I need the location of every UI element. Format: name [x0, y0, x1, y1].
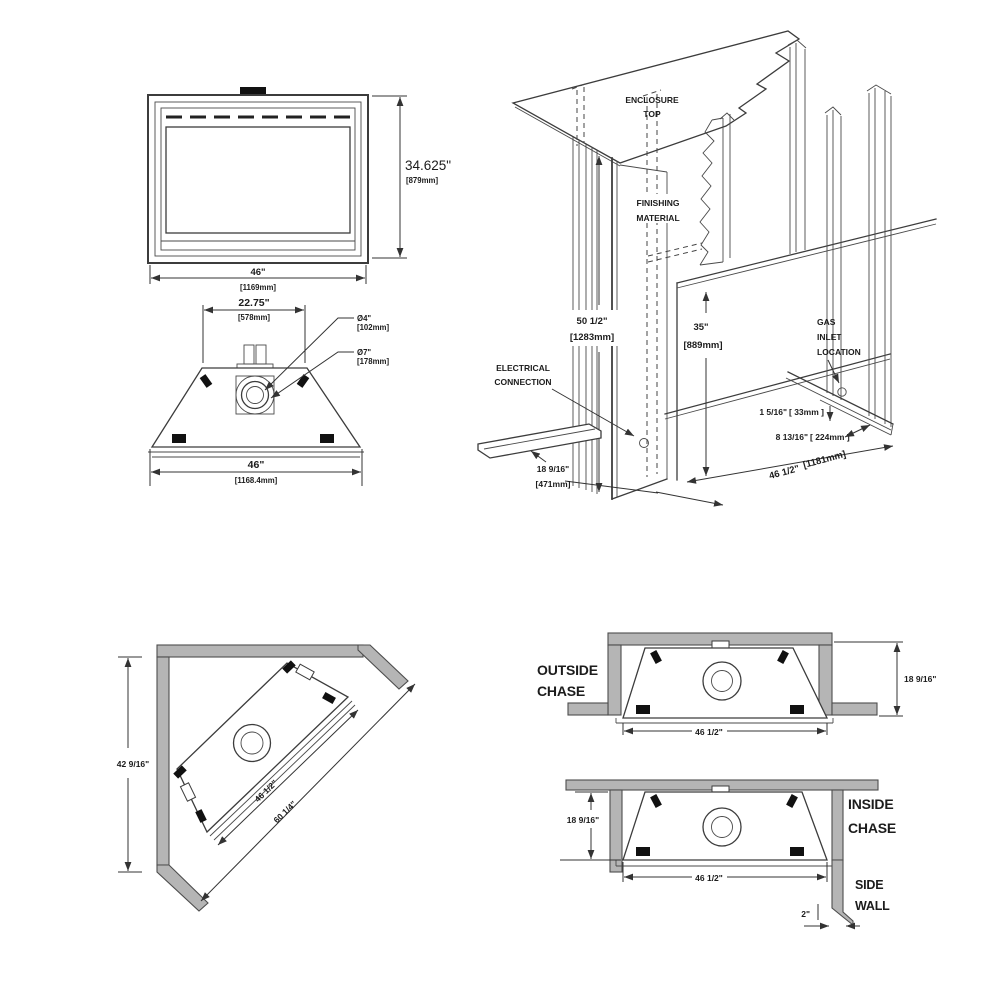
chase-left-wall — [609, 789, 623, 873]
enclosure-top-plane — [511, 30, 801, 164]
inlet-depth-label: 8 13/16" — [776, 432, 808, 442]
gas-inlet-label-3: LOCATION — [817, 347, 861, 357]
corner-clip — [296, 374, 310, 388]
framing-view: 50 1/2" [1283mm] 35" [889mm] ENCLOSURE T… — [477, 30, 937, 507]
corner-clip — [786, 794, 798, 808]
electrical-label-1: ELECTRICAL — [496, 363, 550, 373]
corner-clip — [282, 660, 296, 674]
collar-dia-mm-label: [178mm] — [357, 357, 389, 366]
chase-right-wall — [831, 789, 844, 861]
glass-panel — [165, 126, 351, 234]
finishing-material-label-1: FINISHING — [637, 198, 680, 208]
left-wall-return — [156, 864, 209, 912]
outside-chase-label-1: OUTSIDE — [537, 662, 598, 678]
framing-height-label: 50 1/2" — [577, 316, 608, 327]
side-wall-offset-label: 2" — [801, 909, 810, 919]
corner-clip — [777, 650, 789, 664]
top-wall-return — [357, 644, 409, 690]
back-width-mm-label: [578mm] — [238, 313, 270, 322]
corner-clip — [650, 650, 662, 664]
front-width-label: 46" — [250, 267, 265, 278]
corner-clip — [172, 434, 186, 443]
side-wall-graphic — [831, 859, 854, 927]
front-view: 34.625" [879mm] 46" [1169mm] — [147, 87, 451, 292]
side-tab — [295, 663, 315, 681]
collar-dia-label: Ø7" — [357, 348, 371, 357]
top-tab — [711, 640, 730, 649]
side-wall-label-2: WALL — [855, 899, 890, 913]
corner-clip — [790, 847, 804, 856]
front-height-mm-label: [879mm] — [406, 176, 438, 185]
outside-chase-view: OUTSIDE CHASE 18 9/16" 46 1/2" — [537, 632, 936, 737]
gas-inlet-label-2: INLET — [817, 332, 842, 342]
collar-circle — [702, 661, 742, 701]
corner-clip — [790, 705, 804, 714]
outside-chase-width-label: 46 1/2" — [695, 727, 723, 737]
enclosure-top-label-2: TOP — [643, 109, 661, 119]
unit-outline — [622, 647, 829, 719]
corner-clip — [650, 794, 662, 808]
corner-clip — [636, 705, 650, 714]
top-vent-tab — [240, 87, 266, 96]
side-tab — [179, 782, 197, 802]
inside-chase-depth-label: 18 9/16" — [567, 815, 599, 825]
opening-height-label: 35" — [693, 322, 708, 333]
flue-circle — [711, 670, 733, 692]
gas-inlet-label-1: GAS — [817, 317, 836, 327]
front-height-label: 34.625" — [405, 158, 451, 173]
wall-flange-right — [831, 702, 878, 716]
collar-circle — [702, 807, 742, 847]
corner-view: 42 9/16" 46 1/2" 60 1/4" — [117, 644, 416, 912]
corner-clip — [636, 847, 650, 856]
framing-depth-mm-label: [471mm] — [536, 479, 571, 489]
flue-circle — [711, 816, 733, 838]
inside-chase-label-1: INSIDE — [848, 796, 893, 812]
framing-height-mm-label: [1283mm] — [570, 332, 614, 343]
side-wall-label-1: SIDE — [855, 878, 883, 892]
outside-chase-label-2: CHASE — [537, 683, 585, 699]
top-wall — [156, 644, 364, 658]
framing-width-label: 46 1/2" — [768, 463, 801, 482]
front-width-mm-label: [1169mm] — [240, 283, 276, 292]
electrical-connection-circle — [639, 438, 649, 448]
flue-circle — [246, 386, 264, 404]
corner-clip — [173, 765, 187, 779]
unit-width-mm-label: [1168.4mm] — [235, 476, 278, 485]
opening-height-mm-label: [889mm] — [683, 340, 722, 351]
outside-chase-depth-label: 18 9/16" — [904, 674, 936, 684]
flue-dia-label: Ø4" — [357, 314, 371, 323]
inside-chase-width-label: 46 1/2" — [695, 873, 723, 883]
finishing-material-label-2: MATERIAL — [636, 213, 679, 223]
gas-inlet-circle — [837, 387, 847, 397]
framing-width-mm-label: [1181mm] — [802, 449, 847, 471]
unit-outline — [622, 791, 828, 861]
framing-depth-label: 18 9/16" — [537, 464, 569, 474]
corner-clip — [320, 434, 334, 443]
enclosure-top-label-1: ENCLOSURE — [625, 95, 679, 105]
flue-dia-mm-label: [102mm] — [357, 323, 389, 332]
finishing-sheet-jagged-edge — [699, 119, 715, 266]
corner-wall-label: 42 9/16" — [117, 759, 149, 769]
inside-chase-view: 18 9/16" 46 1/2" INSIDE CHASE SIDE WALL … — [560, 779, 896, 930]
inside-chase-label-2: CHASE — [848, 820, 896, 836]
chase-left-wall — [607, 644, 622, 716]
inlet-offset-label: 1 5/16" — [759, 407, 787, 417]
corner-diagonal-label: 60 1/4" — [271, 799, 298, 825]
electrical-label-2: CONNECTION — [494, 377, 551, 387]
left-wall — [156, 656, 170, 866]
unit-width-label: 46" — [248, 459, 265, 471]
floor-plate — [477, 423, 602, 459]
top-view: 22.75" [578mm] Ø4" [102mm] Ø7" [178mm] 4… — [148, 297, 389, 486]
back-width-label: 22.75" — [238, 297, 269, 309]
corner-clip — [199, 374, 213, 388]
wall-flange-left — [567, 702, 609, 716]
unit-outline — [150, 367, 362, 448]
inlet-depth-mm-label: [ 224mm ] — [810, 432, 850, 442]
inlet-offset-mm-label: [ 33mm ] — [789, 407, 824, 417]
